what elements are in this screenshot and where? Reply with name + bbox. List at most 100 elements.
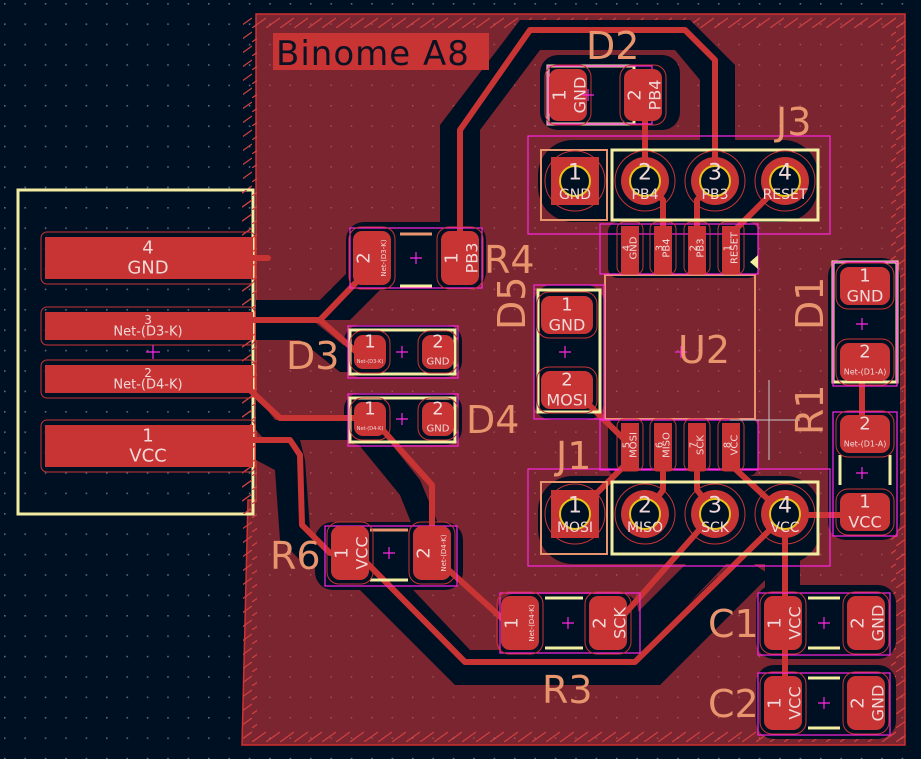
pad-number: 1: [765, 697, 786, 708]
pad-net-label: SCK: [696, 435, 707, 455]
ref-U2: U2: [678, 328, 730, 372]
pad-number: 1: [723, 245, 734, 251]
pad-net-label: GND: [427, 424, 450, 435]
pad-net-label: GND: [847, 287, 884, 306]
pad-number: 2: [848, 697, 869, 708]
pin-number: 2: [638, 161, 652, 186]
pad-number: 2: [354, 252, 375, 263]
ref-C2: C2: [708, 682, 759, 726]
pad-number: 1: [142, 426, 153, 447]
pad-net-label: Net-(D4-K): [440, 534, 448, 572]
pad-net-label: GND: [869, 685, 888, 722]
pad-number: 3: [144, 313, 152, 327]
pad-net-label: GND: [549, 316, 586, 335]
pad-net-label: VCC: [730, 435, 741, 456]
trace-pb3: [457, 27, 718, 258]
pad-number: 2: [625, 89, 646, 100]
ref-R6: R6: [270, 534, 321, 578]
pad-number: 1: [859, 492, 870, 513]
pad-number: 6: [655, 442, 666, 448]
pad-number: 1: [364, 332, 375, 353]
pin-net-label: GND: [559, 187, 591, 203]
pad-net-label: MOSI: [629, 432, 640, 458]
pad-number: 2: [590, 617, 611, 628]
trace-d4k: [247, 387, 375, 421]
ref-C1: C1: [708, 602, 759, 646]
trace-vcc-long: [354, 512, 788, 665]
pin-net-label: VCC: [770, 520, 799, 536]
pad-number: 1: [550, 89, 571, 100]
pad-net-label: VCC: [786, 686, 805, 719]
pad-r6-1[interactable]: 2 Net-(D4-K): [408, 521, 456, 585]
pad-number: 4: [142, 238, 153, 259]
pad-net-label: GND: [127, 258, 168, 279]
pad-number: 2: [414, 547, 435, 558]
pad-net-label: Net-(D4-K): [113, 378, 182, 393]
pad-number: 1: [442, 252, 463, 263]
pad-net-label: PB3: [696, 238, 707, 257]
pad-net-label: GND: [629, 236, 640, 259]
pin1-marker: [750, 255, 758, 269]
ref-R4: R4: [484, 238, 535, 282]
pad-number: 2: [432, 332, 443, 353]
pad-number: 1: [332, 547, 353, 558]
pad-number: 8: [723, 442, 734, 448]
pad-net-label: Net-(D3-K): [113, 325, 182, 340]
pin-net-label: MOSI: [557, 520, 593, 536]
pad-number: 2: [859, 342, 870, 363]
pad-number: 2: [432, 399, 443, 420]
pad-number: 2: [859, 414, 870, 435]
pin-net-label: RESET: [763, 187, 808, 203]
pad-net-label: PB3: [463, 243, 482, 274]
pin-number: 4: [778, 494, 792, 519]
ref-R1: R1: [788, 384, 832, 435]
pad-net-label: Net-(D4-K): [357, 426, 384, 432]
pad-number: 2: [144, 366, 152, 380]
ref-D4: D4: [466, 398, 519, 442]
pin-number: 1: [568, 161, 582, 186]
